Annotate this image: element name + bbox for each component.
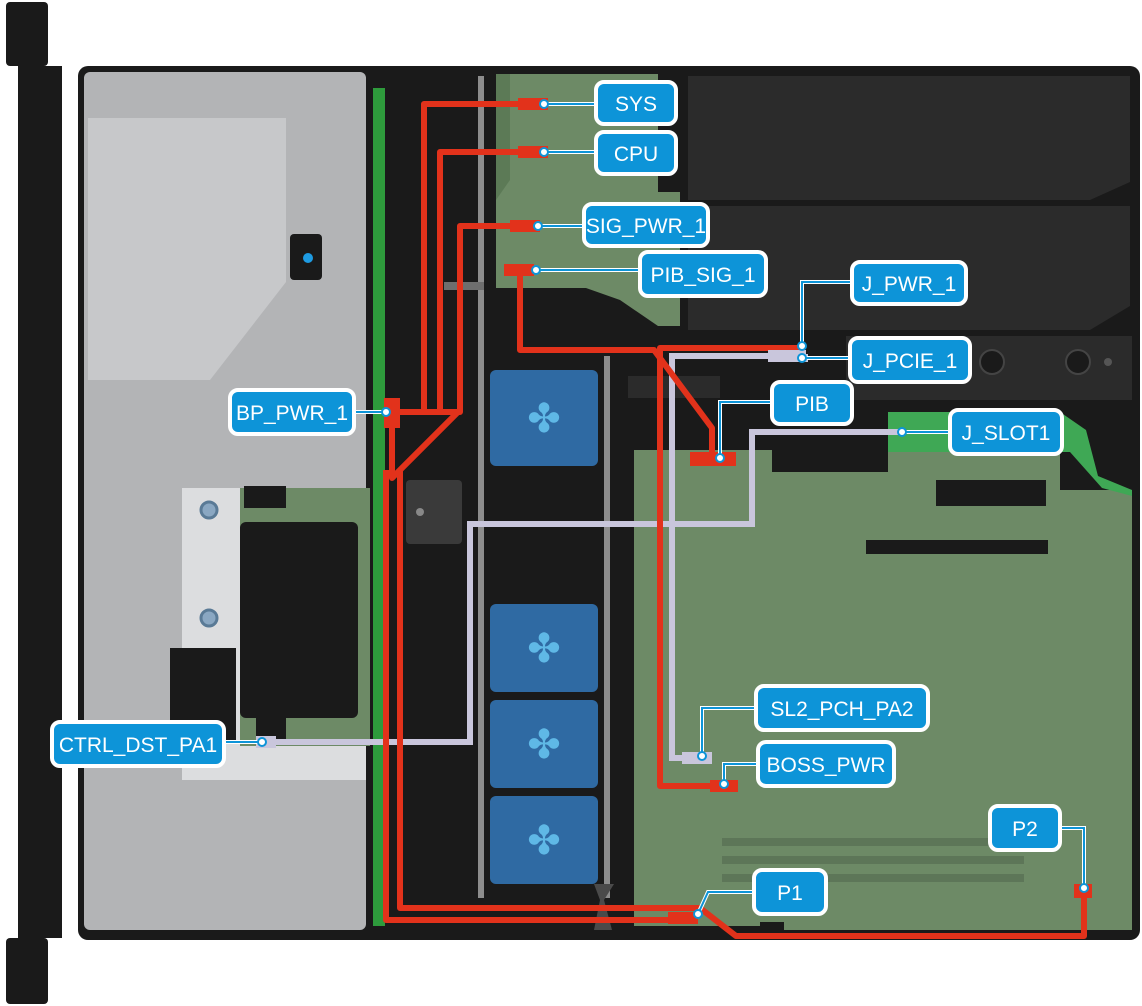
rack-rail (6, 2, 62, 1004)
callout-j-pcie-1: J_PCIE_1 (848, 336, 972, 384)
callout-cpu: CPU (594, 130, 678, 176)
svg-text:P1: P1 (777, 882, 803, 905)
callout-pib-sig-1: PIB_SIG_1 (638, 250, 768, 298)
svg-text:J_SLOT1: J_SLOT1 (962, 422, 1051, 445)
svg-text:PIB: PIB (795, 393, 829, 416)
power-cables (383, 101, 1087, 939)
callout-ctrl-dst-pa1: CTRL_DST_PA1 (50, 720, 226, 768)
callout-j-slot1: J_SLOT1 (948, 408, 1064, 456)
callout-p1: P1 (752, 868, 828, 916)
svg-text:SL2_PCH_PA2: SL2_PCH_PA2 (770, 698, 913, 721)
svg-text:P2: P2 (1012, 818, 1038, 841)
callout-boss-pwr: BOSS_PWR (756, 740, 896, 788)
svg-text:BOSS_PWR: BOSS_PWR (766, 754, 885, 777)
svg-text:CPU: CPU (614, 143, 658, 166)
svg-text:CTRL_DST_PA1: CTRL_DST_PA1 (59, 734, 217, 757)
svg-text:✤: ✤ (527, 396, 561, 442)
thumbscrew-icon (303, 253, 313, 263)
fan-icon: ✤ (490, 796, 598, 884)
fan-icon: ✤ (490, 370, 598, 466)
svg-text:BP_PWR_1: BP_PWR_1 (236, 402, 348, 425)
intrusion-switch (406, 480, 462, 544)
svg-text:SYS: SYS (615, 93, 657, 116)
svg-text:✤: ✤ (527, 626, 561, 672)
callout-pib: PIB (770, 380, 854, 426)
svg-text:✤: ✤ (527, 818, 561, 864)
backplane (373, 88, 385, 926)
fan-icon: ✤ (490, 604, 598, 692)
fan-icon: ✤ (490, 700, 598, 788)
callout-p2: P2 (988, 804, 1062, 852)
svg-text:J_PCIE_1: J_PCIE_1 (863, 350, 958, 373)
svg-text:SIG_PWR_1: SIG_PWR_1 (586, 215, 706, 238)
callout-sys: SYS (594, 80, 678, 126)
callout-bp-pwr-1: BP_PWR_1 (228, 388, 356, 436)
svg-text:PIB_SIG_1: PIB_SIG_1 (650, 264, 755, 287)
callout-sl2-pch-pa2: SL2_PCH_PA2 (754, 684, 930, 732)
svg-text:J_PWR_1: J_PWR_1 (862, 273, 957, 296)
callout-j-pwr-1: J_PWR_1 (850, 260, 968, 306)
fans: ✤ ✤ ✤ ✤ (490, 370, 598, 884)
svg-text:✤: ✤ (527, 722, 561, 768)
callout-sig-pwr-1: SIG_PWR_1 (582, 202, 710, 248)
